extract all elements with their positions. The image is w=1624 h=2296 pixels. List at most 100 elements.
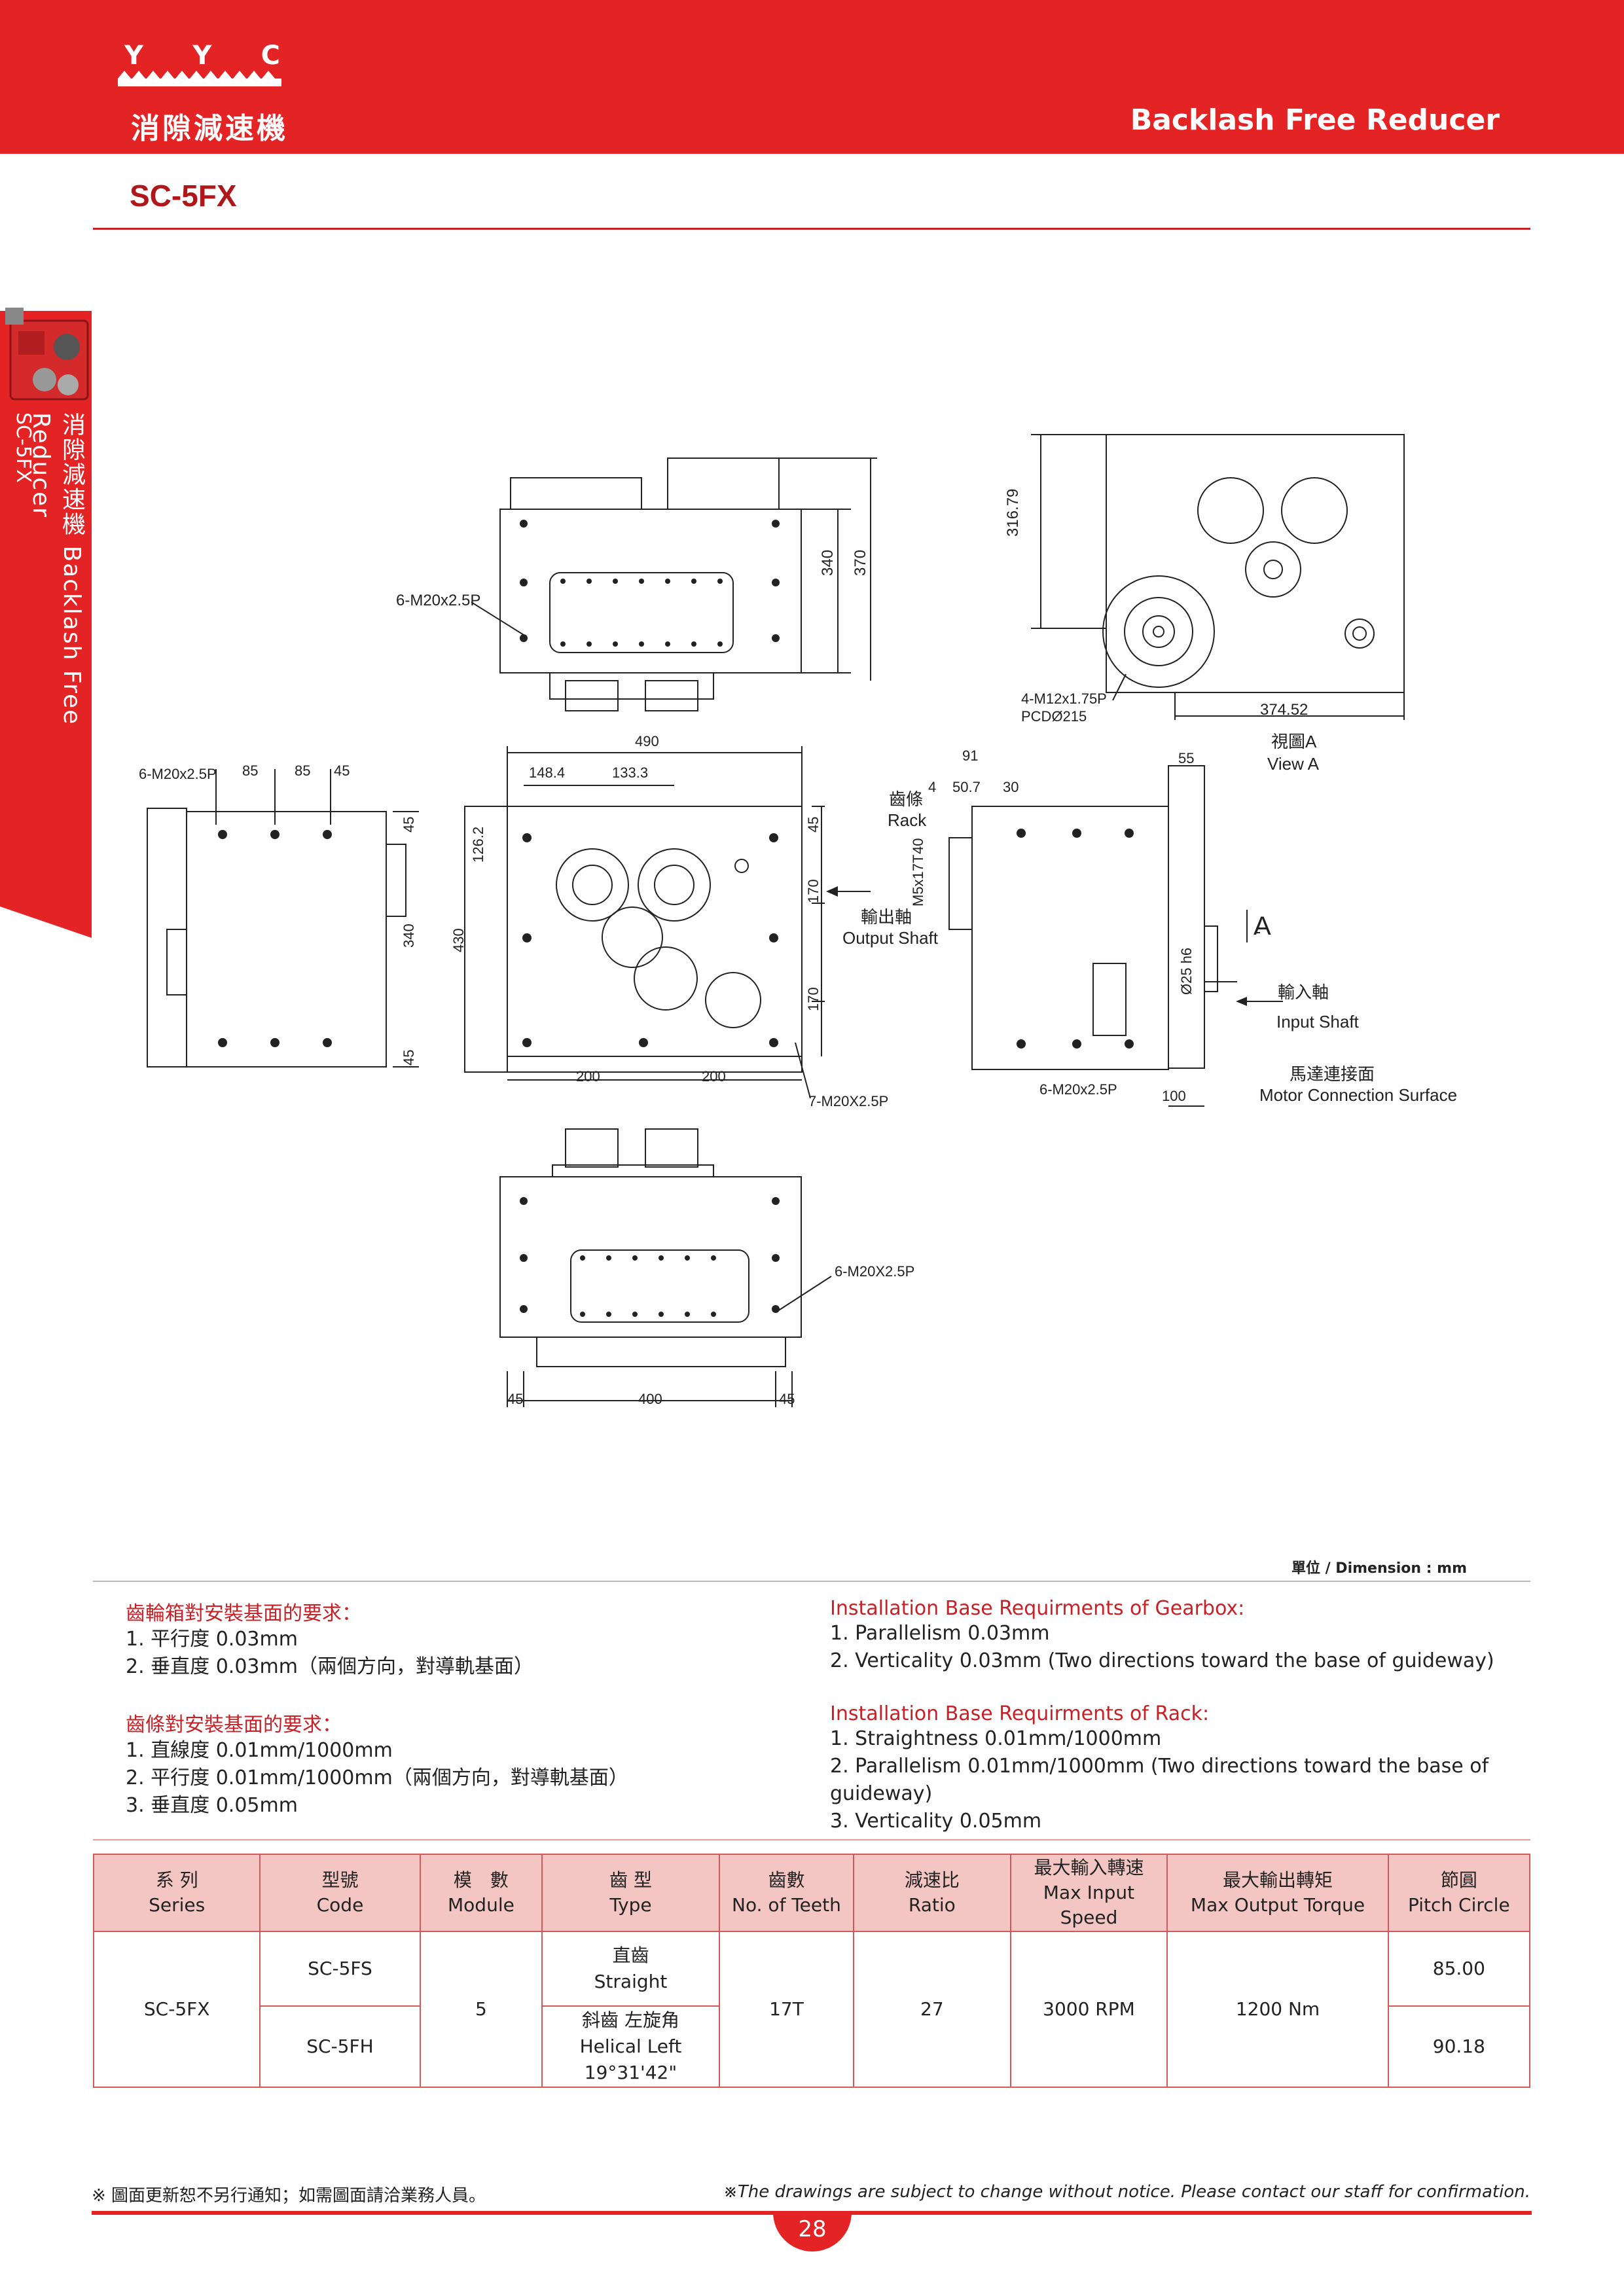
cell-pitch-circle: 90.18	[1387, 2005, 1531, 2088]
left-view-dim-85b: 85	[295, 762, 310, 779]
cell-ratio: 27	[853, 1931, 1011, 2088]
front-view-holes	[522, 833, 778, 1047]
cell-module: 5	[419, 1931, 543, 2088]
side-tab	[0, 311, 92, 938]
gearbox-req-line-en: 1. Parallelism 0.03mm	[830, 1622, 1050, 1645]
front-view-dim-200b: 200	[702, 1068, 726, 1085]
right-view-dim-40: 40	[910, 838, 926, 854]
cell-max-output-torque: 1200 Nm	[1166, 1931, 1389, 2088]
left-view-dim-45c: 45	[401, 1050, 417, 1066]
view-a-dim-height: 316.79	[1004, 489, 1022, 537]
gearbox-req-line-zh: 2. 垂直度 0.03mm（兩個方向，對導軌基面）	[126, 1655, 533, 1678]
dimension-note: 單位 / Dimension : mm	[1291, 1560, 1467, 1577]
shaft-diameter: Ø25 h6	[1178, 948, 1195, 995]
brand-letter: C	[261, 41, 281, 71]
front-view-dim-490: 490	[635, 733, 659, 749]
view-a-dim-width: 374.52	[1260, 701, 1308, 719]
bottom-view-hole-label: 6-M20X2.5P	[835, 1263, 914, 1280]
bottom-view-dim-45a: 45	[507, 1391, 523, 1407]
brand-gear-icon	[118, 71, 281, 86]
rack-req-heading-zh: 齒條對安裝基面的要求：	[126, 1713, 342, 1736]
top-view	[471, 457, 877, 711]
top-view-dim-370: 370	[852, 550, 869, 576]
cell-teeth: 17T	[718, 1931, 855, 2088]
footer-note-zh: ※ 圖面更新恕不另行通知；如需圖面請洽業務人員。	[92, 2186, 486, 2206]
view-a-title-en: View A	[1267, 754, 1320, 774]
gearbox-req-line-en: 2. Verticality 0.03mm (Two directions to…	[830, 1649, 1494, 1672]
bottom-view-holes	[520, 1197, 780, 1317]
gearbox-req-line-zh: 1. 平行度 0.03mm	[126, 1628, 298, 1651]
right-view-dim-55: 55	[1178, 750, 1194, 766]
rack-req-line-en: 3. Verticality 0.05mm	[830, 1810, 1042, 1833]
left-view-dim-45: 45	[334, 762, 350, 779]
right-view-dim-100: 100	[1162, 1088, 1186, 1104]
cell-pitch-circle: 85.00	[1387, 1931, 1531, 2007]
cell-code: SC-5FS	[259, 1931, 421, 2007]
rack-req-line-en: 2. Parallelism 0.01mm/1000mm (Two direct…	[830, 1755, 1489, 1805]
front-view-dim-133: 133.3	[612, 764, 648, 781]
front-view-dim-148: 148.4	[529, 764, 565, 781]
front-view-dim-45: 45	[805, 817, 821, 833]
front-view-hole-label: 7-M20X2.5P	[808, 1093, 888, 1109]
bottom-view-dim-400: 400	[638, 1391, 662, 1407]
right-view-dim-507: 50.7	[952, 779, 981, 795]
title-rule	[93, 228, 1530, 230]
technical-drawing: 6-M20x2.5P 340 370 316.79 374.52 4-M12x1…	[139, 434, 1457, 1407]
cell-max-input-speed: 3000 RPM	[1009, 1931, 1168, 2088]
cell-series: SC-5FX	[92, 1931, 261, 2088]
requirements-en: Installation Base Requirments of Gearbox…	[830, 1597, 1530, 1835]
front-view-dim-170b: 170	[805, 987, 821, 1011]
right-view-dim-91: 91	[962, 747, 978, 764]
right-view-dim-30: 30	[1003, 779, 1019, 795]
view-a-arrow-label: A	[1254, 912, 1271, 941]
top-view-dim-340: 340	[819, 550, 837, 576]
gearbox-req-heading-zh: 齒輪箱對安裝基面的要求：	[126, 1602, 361, 1625]
product-thumbnail-icon	[5, 308, 89, 401]
output-shaft-label-en: Output Shaft	[842, 928, 939, 948]
section-rule	[93, 1581, 1530, 1582]
brand-letter: Y	[124, 41, 145, 71]
left-view-dim-45b: 45	[401, 817, 417, 833]
rack-req-line-zh: 1. 直線度 0.01mm/1000mm	[126, 1739, 393, 1762]
front-view	[464, 746, 871, 1099]
bottom-view-dim-45b: 45	[779, 1391, 795, 1407]
left-view-holes	[218, 830, 332, 1047]
header-title-en: Backlash Free Reducer	[1130, 103, 1500, 137]
right-view	[948, 765, 1283, 1107]
front-view-dim-126: 126.2	[470, 827, 486, 863]
rack-req-line-zh: 3. 垂直度 0.05mm	[126, 1794, 298, 1817]
left-view	[147, 769, 419, 1067]
view-a	[1031, 434, 1405, 720]
rack-label-en: Rack	[888, 810, 927, 830]
right-view-hole-label: 6-M20x2.5P	[1039, 1081, 1117, 1098]
side-tab-label: 消隙減速機 Backlash Free Reducer	[27, 412, 85, 726]
model-title: SC-5FX	[130, 179, 237, 213]
right-view-dim-4: 4	[928, 779, 936, 795]
input-shaft-label-en: Input Shaft	[1276, 1012, 1360, 1031]
brand-letter: Y	[192, 41, 213, 71]
view-a-hole-label: 4-M12x1.75P	[1021, 691, 1107, 707]
front-view-dim-200a: 200	[576, 1068, 600, 1085]
rack-spec: M5x17T	[910, 855, 926, 906]
side-tab-model: SC-5FX	[12, 412, 35, 483]
right-view-holes	[1017, 829, 1134, 1049]
front-view-dim-170a: 170	[805, 879, 821, 903]
front-view-dim-430: 430	[450, 928, 467, 952]
motor-surface-label-zh: 馬達連接面	[1290, 1064, 1375, 1084]
top-view-hole-label: 6-M20x2.5P	[396, 592, 480, 609]
rack-req-heading-en: Installation Base Requirments of Rack:	[830, 1702, 1210, 1725]
view-a-pcd-label: PCDØ215	[1021, 708, 1087, 725]
